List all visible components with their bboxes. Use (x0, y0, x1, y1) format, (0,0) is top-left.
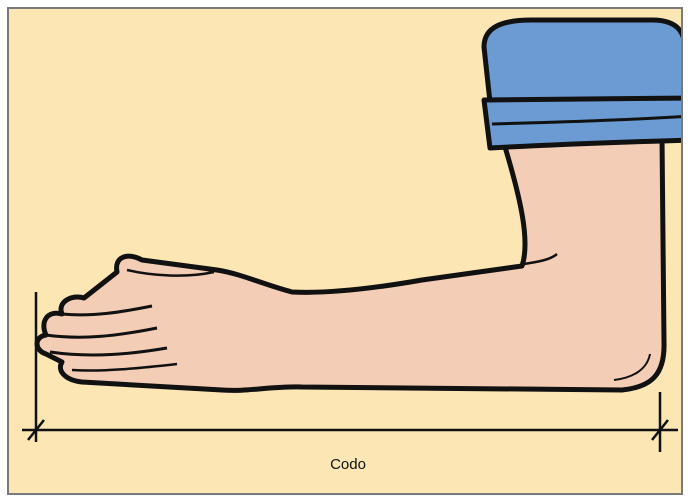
forearm-measurement-illustration (9, 9, 683, 495)
measurement-label: Codo (300, 456, 396, 473)
sleeve-top (484, 20, 683, 102)
illustration-frame (7, 7, 683, 495)
